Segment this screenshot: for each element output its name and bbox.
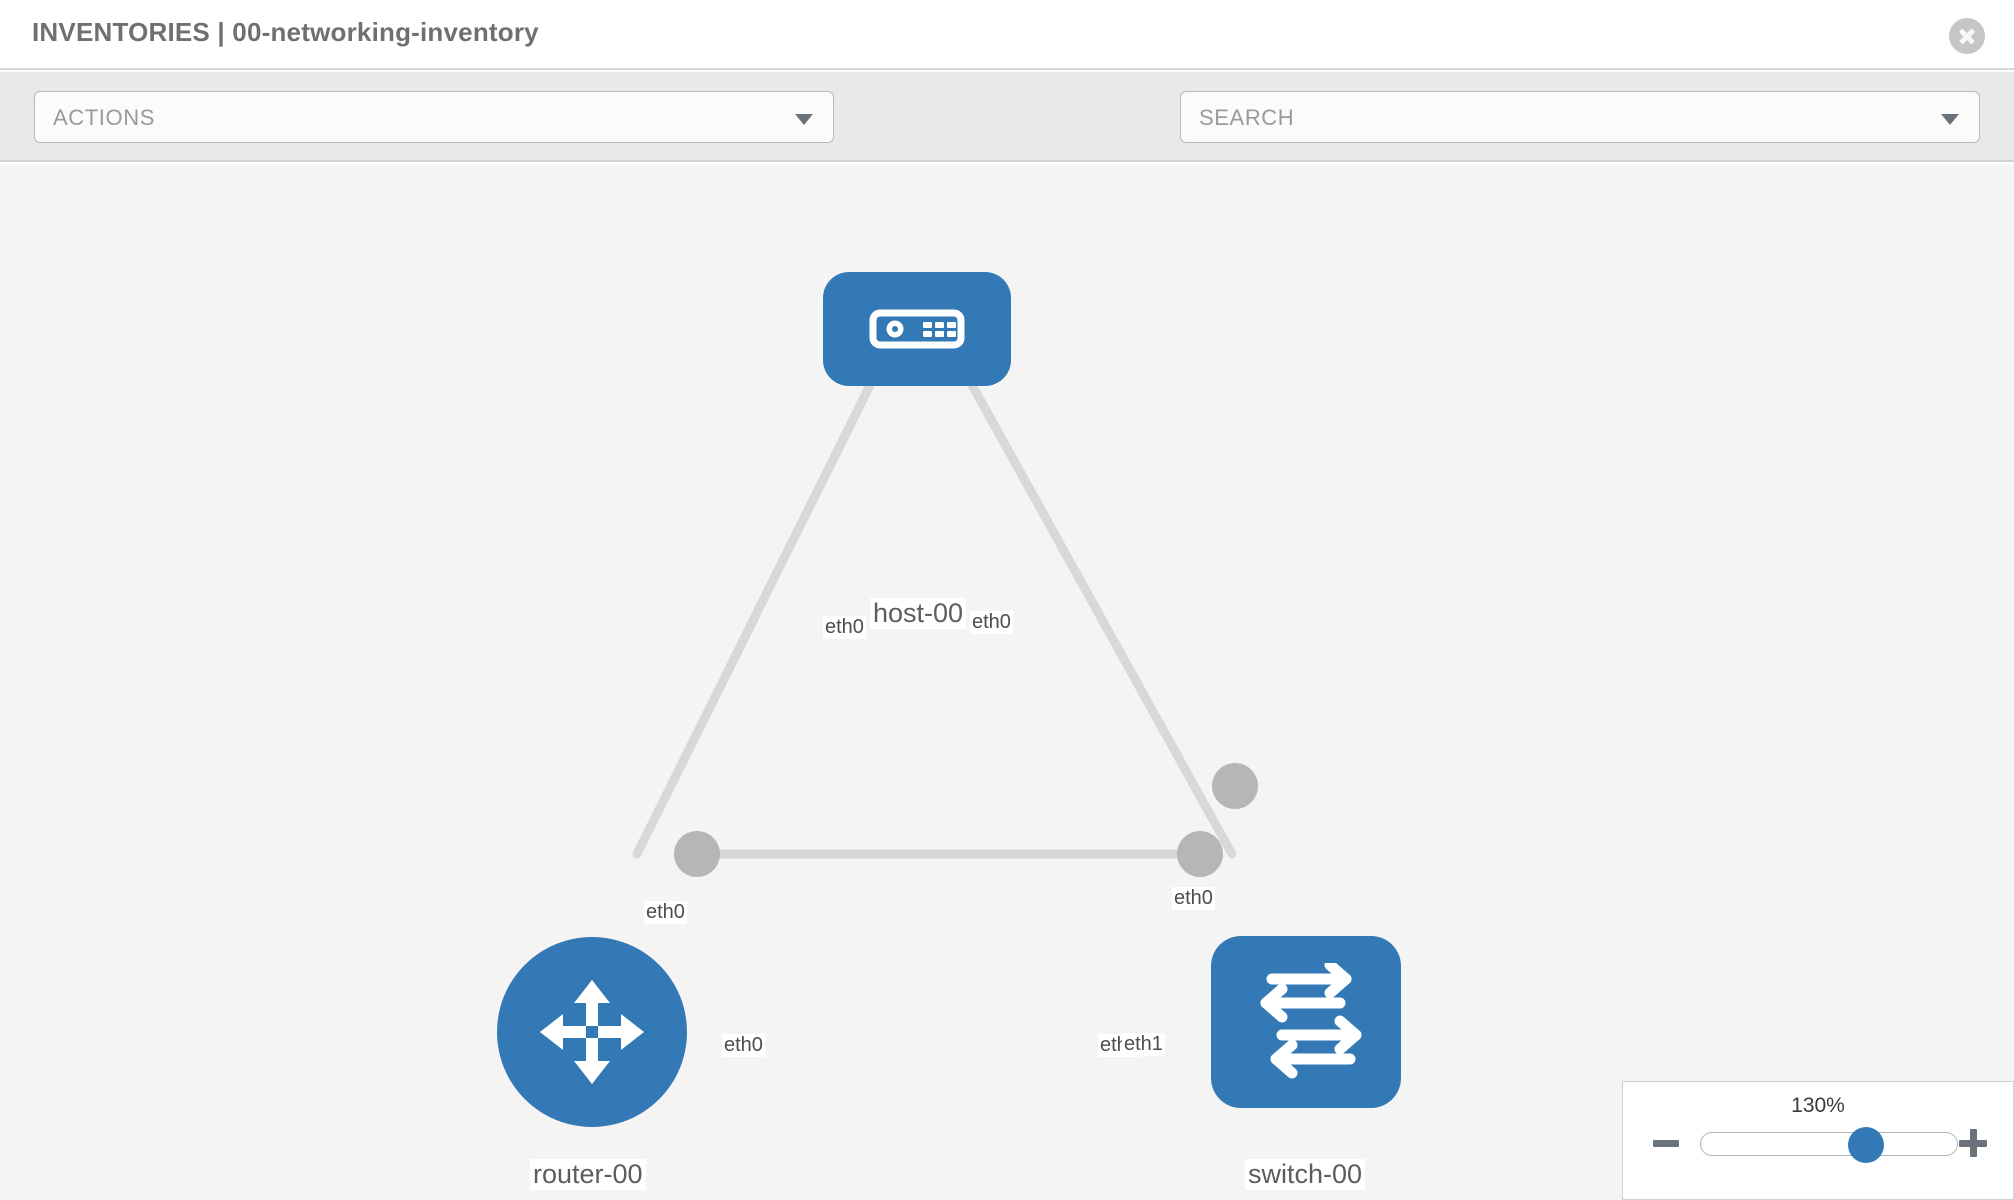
page-title: INVENTORIES | 00-networking-inventory: [32, 17, 539, 47]
host-node-shape: [823, 272, 1011, 386]
minus-icon[interactable]: [1651, 1126, 1685, 1160]
close-icon[interactable]: [1949, 18, 1985, 54]
toolbar: ACTIONS SEARCH: [0, 72, 2014, 200]
zoom-slider-thumb[interactable]: [1848, 1127, 1885, 1163]
chevron-down-icon[interactable]: [1941, 114, 1959, 125]
edge-label-switch-left: eth1: [1122, 1033, 1165, 1056]
router-node-shape: [497, 937, 687, 1127]
zoom-level-value: 130%: [1791, 1094, 1845, 1117]
zoom-control-panel: 130%: [1622, 1081, 2014, 1200]
topology-node-label-host-00: host-00: [870, 598, 967, 629]
edge-label-host-right: eth0: [970, 611, 1013, 634]
actions-dropdown[interactable]: ACTIONS: [34, 91, 834, 143]
edge-label-router-right: eth0: [722, 1034, 765, 1057]
page-header: INVENTORIES | 00-networking-inventory: [0, 0, 2014, 70]
topology-node-label-switch-00: switch-00: [1245, 1159, 1366, 1190]
plus-icon[interactable]: [1957, 1126, 1991, 1160]
chevron-down-icon: [795, 114, 813, 125]
topology-node-host-00[interactable]: [823, 272, 1011, 386]
edge-label-router-upper: eth0: [644, 901, 687, 924]
topology-node-router-00[interactable]: [497, 937, 687, 1127]
actions-dropdown-label: ACTIONS: [53, 105, 155, 130]
topology-node-label-router-00: router-00: [530, 1159, 646, 1190]
topology-node-switch-00[interactable]: [1211, 936, 1401, 1108]
search-placeholder: SEARCH: [1199, 105, 1295, 130]
search-input[interactable]: SEARCH: [1180, 91, 1980, 143]
edge-label-switch-upper: eth0: [1172, 887, 1215, 910]
server-icon: [869, 309, 965, 349]
edge-label-host-left: eth0: [823, 616, 866, 639]
router-arrows-icon: [540, 980, 644, 1084]
switch-arrows-icon: [1260, 963, 1362, 1079]
zoom-slider[interactable]: [1700, 1127, 1958, 1163]
switch-node-shape: [1211, 936, 1401, 1108]
topology-canvas[interactable]: host-00 eth0 eth0: [0, 164, 2014, 1200]
